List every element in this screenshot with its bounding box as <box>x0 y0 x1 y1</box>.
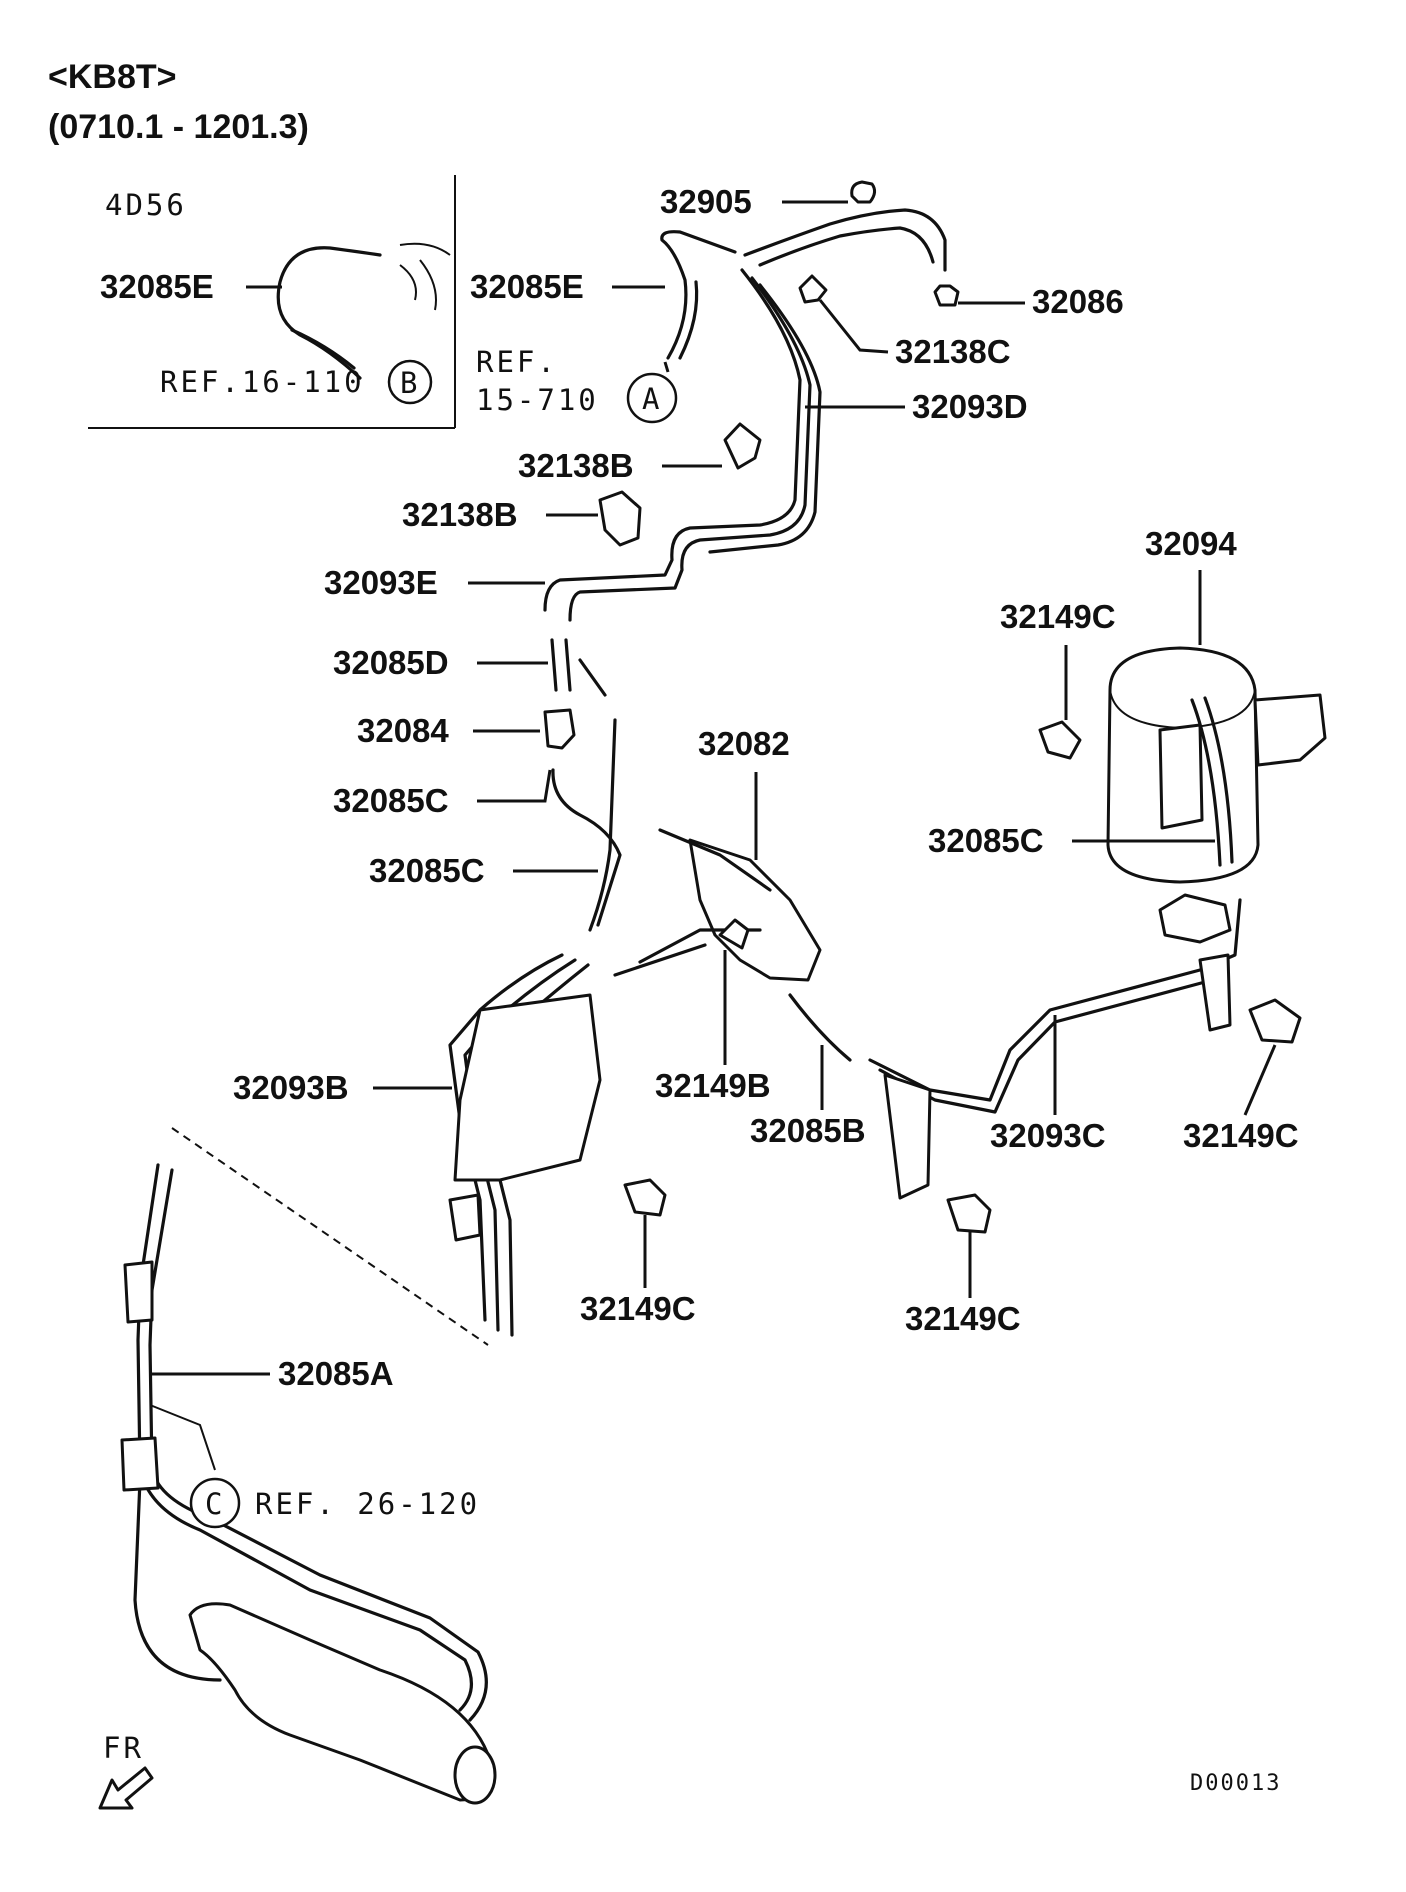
callout-b-circle <box>387 359 433 405</box>
32905-grommet <box>850 180 877 204</box>
label-32085C-2: 32085C <box>369 852 485 889</box>
label-32082: 32082 <box>698 725 790 762</box>
label-32093B: 32093B <box>233 1069 349 1106</box>
32138B-clip-lower <box>598 490 642 547</box>
32149C-bolt-low <box>946 1193 992 1234</box>
label-32085C-1: 32085C <box>333 782 449 819</box>
inset-ref: REF.16-110 <box>160 365 365 399</box>
32084-valve <box>543 708 576 750</box>
32085D-hose <box>550 638 558 692</box>
inset-part-label: 32085E <box>100 268 214 305</box>
bracket <box>453 993 602 1182</box>
front-arrow-icon <box>98 1766 154 1810</box>
lower-left-lines <box>171 953 992 1346</box>
label-32093E: 32093E <box>324 564 438 601</box>
label-32085B: 32085B <box>750 1112 866 1149</box>
label-32138C: 32138C <box>895 333 1011 370</box>
label-32149B: 32149B <box>655 1067 771 1104</box>
label-32085C-3: 32085C <box>928 822 1044 859</box>
callout-a: A <box>642 382 662 416</box>
32094-canister <box>1038 646 1327 1044</box>
model-code: <KB8T> <box>48 58 177 96</box>
fuel-line-assembly <box>120 1163 497 1805</box>
label-32138B-lower: 32138B <box>402 496 518 533</box>
middle-lines <box>543 638 1242 1114</box>
label-32086: 32086 <box>1032 283 1124 320</box>
ref-a-line2: 15-710 <box>476 383 599 417</box>
diagram-code: D00013 <box>1190 1771 1281 1796</box>
label-32093D: 32093D <box>912 388 1028 425</box>
32082-solenoid-valve <box>688 838 822 982</box>
32138B-clip-upper <box>723 422 762 470</box>
ref-a-line1: REF. <box>476 345 558 379</box>
label-32149C-mid: 32149C <box>580 1290 696 1327</box>
32149C-bolt-right <box>1248 998 1302 1044</box>
32138C-clip <box>798 274 828 304</box>
inset-hose <box>276 246 382 380</box>
32086-cap <box>933 284 960 307</box>
production-range: (0710.1 - 1201.3) <box>48 108 309 146</box>
32149C-bolt-mid <box>623 1178 667 1217</box>
32149B-bolt <box>718 918 750 950</box>
callout-b: B <box>400 366 420 400</box>
inset-4d56: 4D56 32085E REF.16-110 B <box>88 175 456 429</box>
label-32094: 32094 <box>1145 525 1237 562</box>
ref-c: REF. 26-120 <box>255 1487 480 1521</box>
callout-c: C <box>205 1487 225 1521</box>
label-32085D: 32085D <box>333 644 449 681</box>
label-32138B-upper: 32138B <box>518 447 634 484</box>
label-32149C-top: 32149C <box>1000 598 1116 635</box>
label-32149C-low: 32149C <box>905 1300 1021 1337</box>
label-32084: 32084 <box>357 712 449 749</box>
callout-c-circle <box>189 1477 241 1529</box>
32085B-hose <box>788 993 852 1062</box>
fr-label: FR <box>103 1731 144 1765</box>
upper-lines <box>543 180 960 622</box>
tank-outline <box>188 1602 493 1802</box>
label-32093C: 32093C <box>990 1117 1106 1154</box>
label-32085A: 32085A <box>278 1355 394 1392</box>
callout-a-circle <box>626 372 678 424</box>
label-32905: 32905 <box>660 183 752 220</box>
label-32085E: 32085E <box>470 268 584 305</box>
label-32149C-right: 32149C <box>1183 1117 1299 1154</box>
32149C-bolt-top <box>1038 720 1082 760</box>
inset-engine-label: 4D56 <box>105 188 187 222</box>
